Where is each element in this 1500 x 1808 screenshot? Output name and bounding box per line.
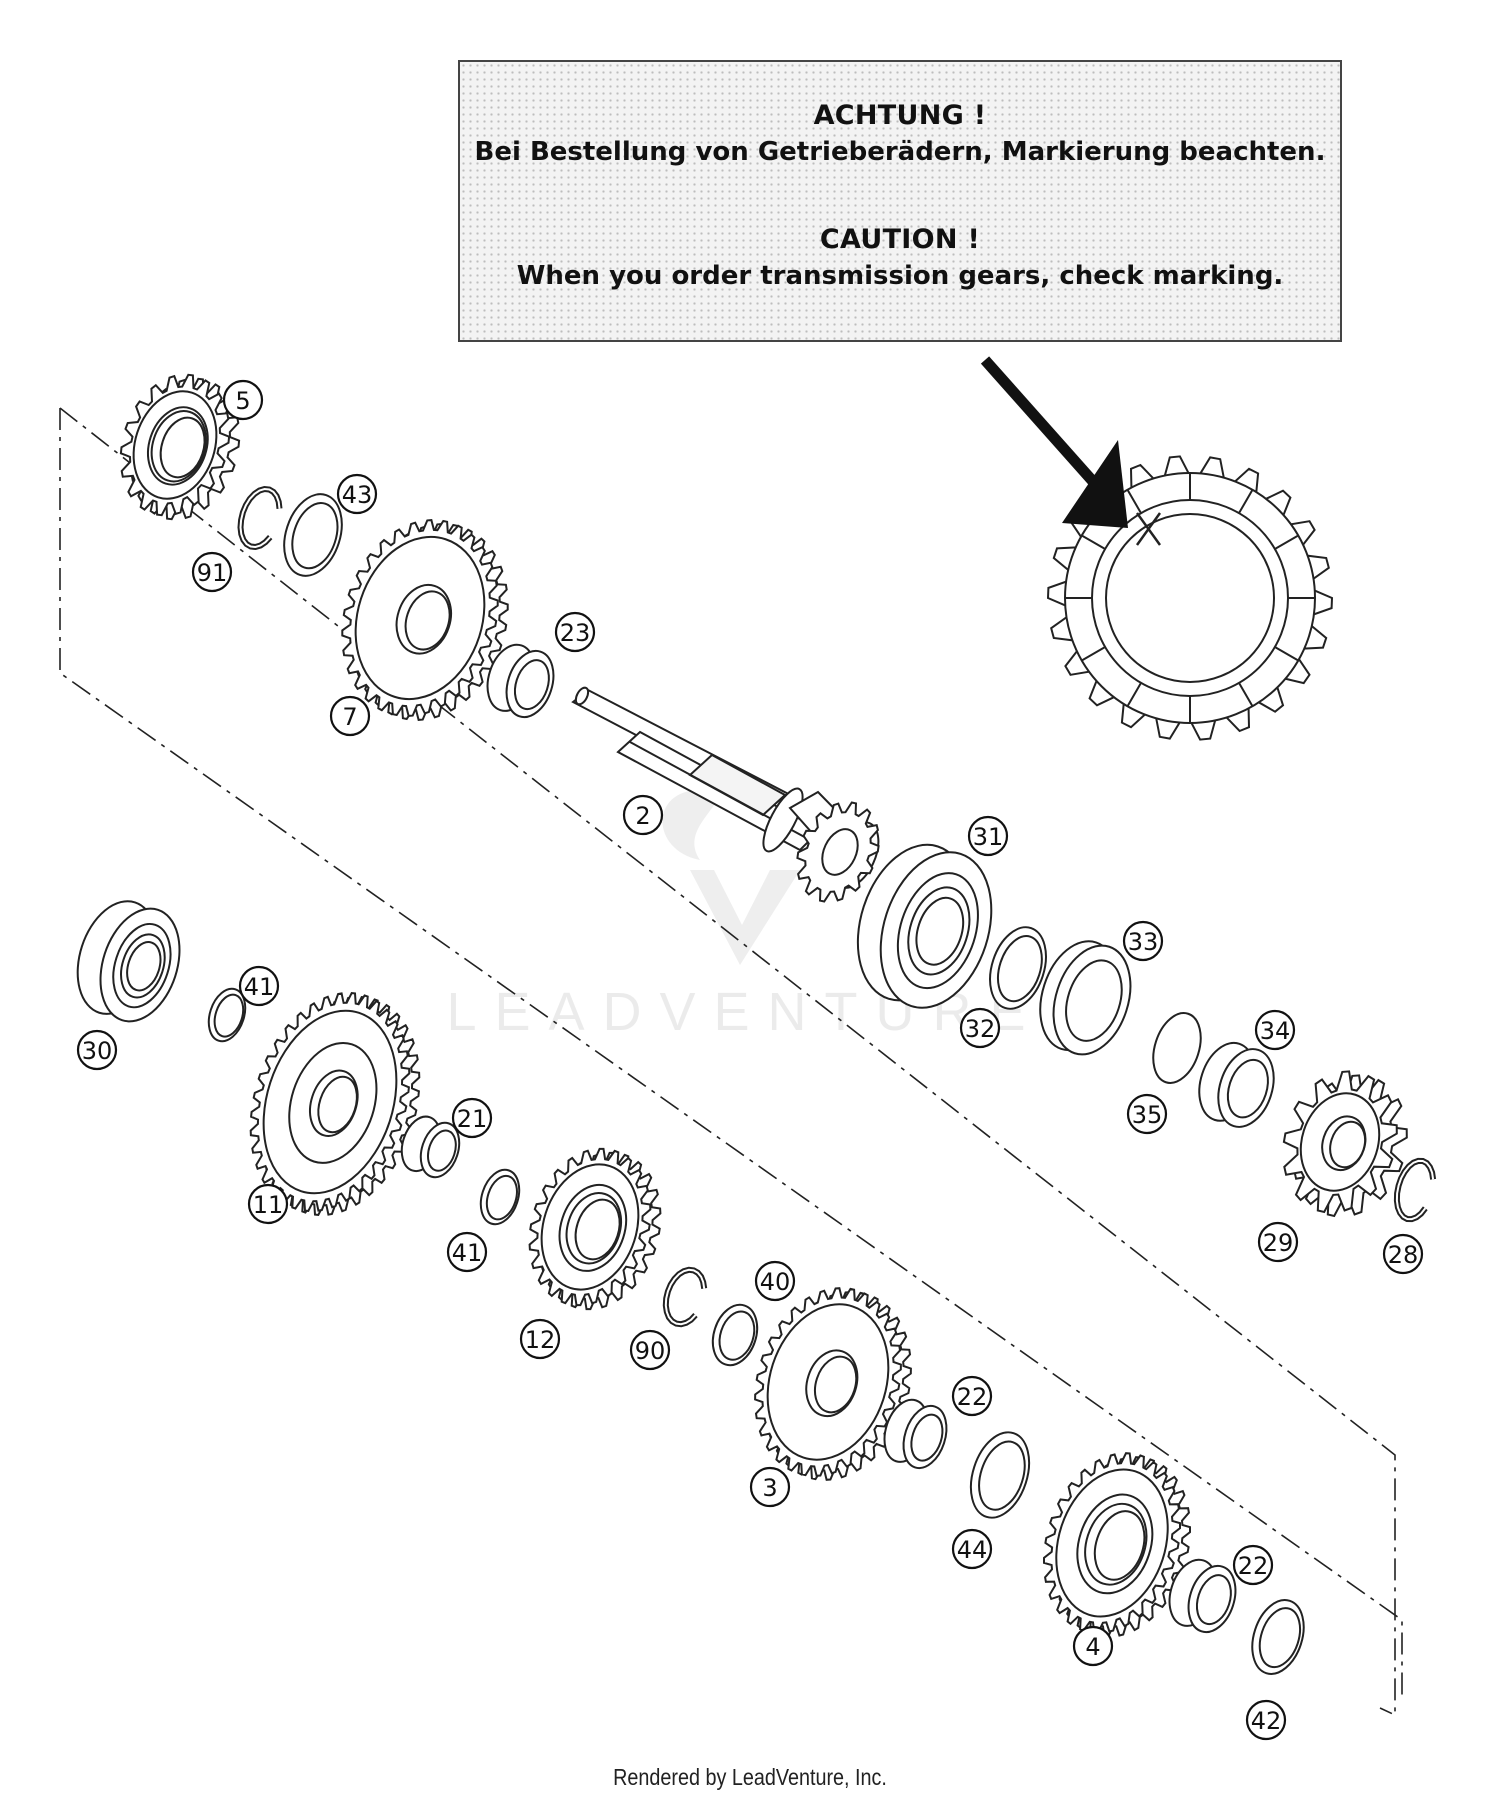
washer-43 [283,493,343,577]
washer-42 [1251,1599,1305,1675]
callout-number: 42 [1251,1707,1282,1735]
snap-ring-28 [1393,1157,1437,1223]
washer-41a [207,987,247,1043]
callout-part-4: 4 [1072,1625,1114,1667]
bearing-31 [856,843,993,1009]
callout-part-91: 91 [191,551,233,593]
callout-number: 91 [197,559,228,587]
main-shaft [571,686,880,903]
bushing-34 [1198,1041,1275,1128]
callout-part-42: 42 [1245,1699,1287,1741]
notice-text-de: Bei Bestellung von Getrieberädern, Marki… [474,137,1326,167]
callout-number: 4 [1085,1633,1100,1661]
snap-ring-91 [237,485,283,551]
callout-part-32: 32 [959,1007,1001,1049]
callout-number: 32 [965,1015,996,1043]
bushing-22b [1168,1558,1237,1634]
callout-number: 31 [973,823,1004,851]
callout-part-7: 7 [329,695,371,737]
callout-part-2: 2 [622,794,664,836]
bushing-23 [486,643,555,719]
sprocket-29 [1282,1070,1408,1218]
callout-number: 5 [235,387,250,415]
washer-40 [711,1303,759,1367]
callout-number: 90 [635,1337,666,1365]
callout-number: 29 [1263,1229,1294,1257]
callout-number: 21 [457,1105,488,1133]
shaft-pinion [796,801,880,903]
disc-35 [1152,1012,1202,1084]
notice-heading-en: CAUTION ! [819,224,981,255]
callout-part-12: 12 [519,1318,561,1360]
callout-part-22a: 22 [951,1375,993,1417]
callout-part-34: 34 [1254,1009,1296,1051]
washer-44 [969,1431,1031,1519]
bearing-30 [76,900,181,1023]
notice-heading-de: ACHTUNG ! [813,100,987,131]
callout-number: 41 [244,973,275,1001]
callout-part-33: 33 [1122,920,1164,962]
callout-number: 43 [342,481,373,509]
callout-number: 7 [342,703,357,731]
callout-part-40: 40 [754,1260,796,1302]
gear-11 [249,992,421,1216]
callout-part-29: 29 [1257,1221,1299,1263]
callout-number: 30 [82,1037,113,1065]
gear-7 [341,519,509,721]
callout-part-21: 21 [451,1097,493,1139]
callout-part-31: 31 [967,815,1009,857]
callout-part-35: 35 [1126,1093,1168,1135]
notice-text-en: When you order transmission gears, check… [516,261,1284,291]
seal-33 [1039,940,1132,1056]
callout-part-28: 28 [1382,1233,1424,1275]
callout-number: 40 [760,1268,791,1296]
washer-41b [479,1168,521,1226]
bushing-21 [400,1115,461,1179]
callout-number: 23 [560,619,591,647]
callout-part-23: 23 [554,611,596,653]
callout-number: 35 [1132,1101,1163,1129]
callout-number: 34 [1260,1017,1291,1045]
callout-part-90: 90 [629,1329,671,1371]
callout-number: 3 [762,1474,777,1502]
callout-number: 44 [957,1536,988,1564]
snap-ring-90 [662,1266,708,1328]
callout-part-11: 11 [247,1183,289,1225]
callout-number: 22 [1238,1552,1269,1580]
caution-notice: ACHTUNG ! Bei Bestellung von Getrieberäd… [458,60,1342,342]
callout-number: 12 [525,1326,556,1354]
footer-credit: Rendered by LeadVenture, Inc. [613,1764,887,1790]
callout-part-43: 43 [336,473,378,515]
callout-number: 41 [452,1239,483,1267]
bushing-22a [883,1398,948,1470]
callout-part-41b: 41 [446,1231,488,1273]
washer-32 [989,926,1047,1010]
gear-4 [1043,1452,1191,1638]
callout-number: 33 [1128,928,1159,956]
gear-5 [119,373,241,521]
callout-number: 28 [1388,1241,1419,1269]
callout-part-5: 5 [222,379,264,421]
callout-part-30: 30 [76,1029,118,1071]
marking-arrow [980,356,1128,528]
assembly-outline [59,407,1403,1717]
parts-layer [76,373,1437,1675]
callout-number: 2 [635,802,650,830]
callout-part-22b: 22 [1232,1544,1274,1586]
callout-part-44: 44 [951,1528,993,1570]
gear-3 [754,1287,912,1481]
callout-part-41a: 41 [238,965,280,1007]
callout-number: 11 [253,1191,284,1219]
callout-part-3: 3 [749,1466,791,1508]
gear-12 [528,1147,662,1311]
callout-number: 22 [957,1383,988,1411]
